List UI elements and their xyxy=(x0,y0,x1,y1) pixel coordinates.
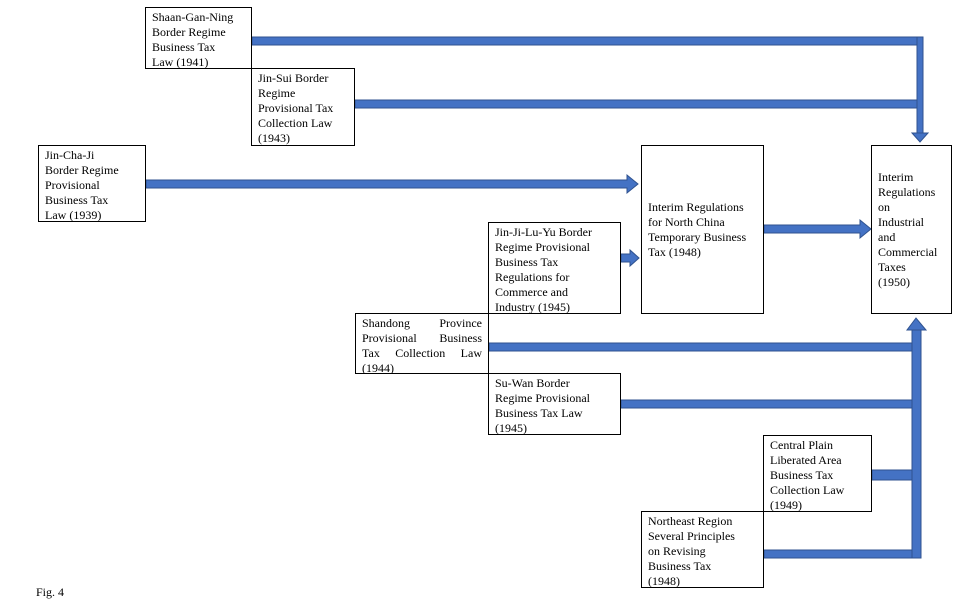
connector-su-wan xyxy=(620,399,913,409)
node-shaan-gan-ning: Shaan-Gan-Ning Border Regime Business Ta… xyxy=(145,7,252,69)
arrowhead-up-to-1950 xyxy=(906,317,928,331)
node-north-china: Interim Regulations for North China Temp… xyxy=(641,145,764,314)
node-shandong: Shandong Province Provisional Business T… xyxy=(355,313,489,374)
arrow-jin-cha-ji-to-north-china xyxy=(145,173,639,195)
node-central-plain: Central Plain Liberated Area Business Ta… xyxy=(763,435,872,512)
connector-central-plain xyxy=(871,469,913,481)
connector-top-trunk xyxy=(916,36,924,136)
connector-bottom-trunk xyxy=(911,327,922,559)
node-jin-sui: Jin-Sui Border Regime Provisional Tax Co… xyxy=(251,68,355,146)
connector-shaan-gan-ning xyxy=(251,36,924,46)
arrow-jin-ji-lu-yu-to-north-china xyxy=(620,248,640,268)
arrow-north-china-to-1950 xyxy=(763,218,872,240)
arrowhead-down-to-1950 xyxy=(910,132,930,143)
connector-jin-sui xyxy=(354,99,919,109)
node-interim-1950: Interim Regulations on Industrial and Co… xyxy=(871,145,952,314)
node-su-wan: Su-Wan Border Regime Provisional Busines… xyxy=(488,373,621,435)
node-northeast: Northeast Region Several Principles on R… xyxy=(641,511,764,588)
connector-northeast xyxy=(763,549,913,559)
node-jin-ji-lu-yu: Jin-Ji-Lu-Yu Border Regime Provisional B… xyxy=(488,222,621,314)
connector-shandong xyxy=(488,342,913,352)
node-text: Shaan-Gan-Ning Border Regime Business Ta… xyxy=(152,10,234,69)
node-jin-cha-ji: Jin-Cha-Ji Border Regime Provisional Bus… xyxy=(38,145,146,222)
